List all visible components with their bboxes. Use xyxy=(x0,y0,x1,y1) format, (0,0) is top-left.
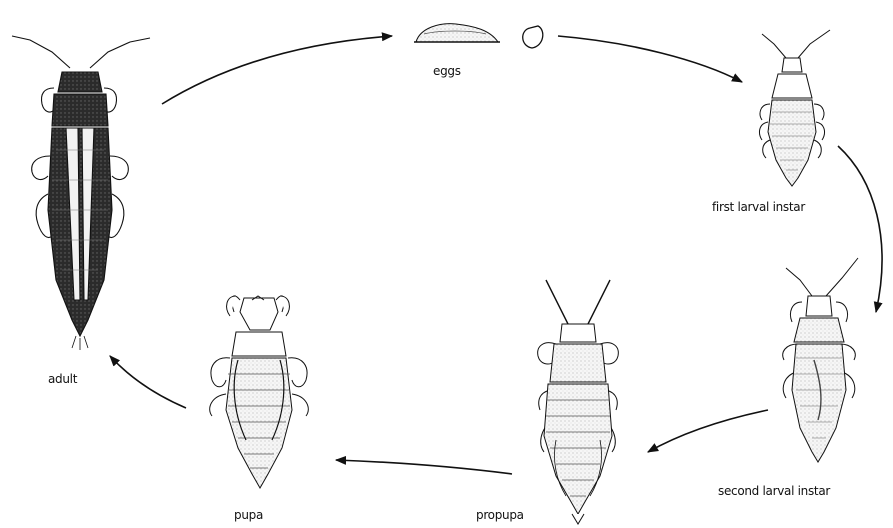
arrow-pupa-to-adult xyxy=(110,356,186,408)
label-propupa: propupa xyxy=(476,508,524,522)
arrow-adult-to-eggs xyxy=(162,36,392,104)
propupa-icon xyxy=(538,280,619,524)
adult-thrips-icon xyxy=(12,36,150,350)
second-instar-larva-icon xyxy=(783,258,858,462)
label-eggs: eggs xyxy=(433,64,461,78)
label-pupa: pupa xyxy=(234,508,263,522)
label-adult: adult xyxy=(48,372,77,386)
arrow-first-to-second-instar xyxy=(838,146,882,312)
arrow-second-instar-to-propupa xyxy=(648,410,768,452)
pupa-icon xyxy=(210,296,309,488)
label-second-larval-instar: second larval instar xyxy=(718,484,830,498)
arrow-eggs-to-first-instar xyxy=(558,36,742,82)
label-first-larval-instar: first larval instar xyxy=(712,200,805,214)
egg-icon xyxy=(414,24,543,48)
arrow-propupa-to-pupa xyxy=(336,460,512,474)
first-instar-larva-icon xyxy=(760,30,830,186)
